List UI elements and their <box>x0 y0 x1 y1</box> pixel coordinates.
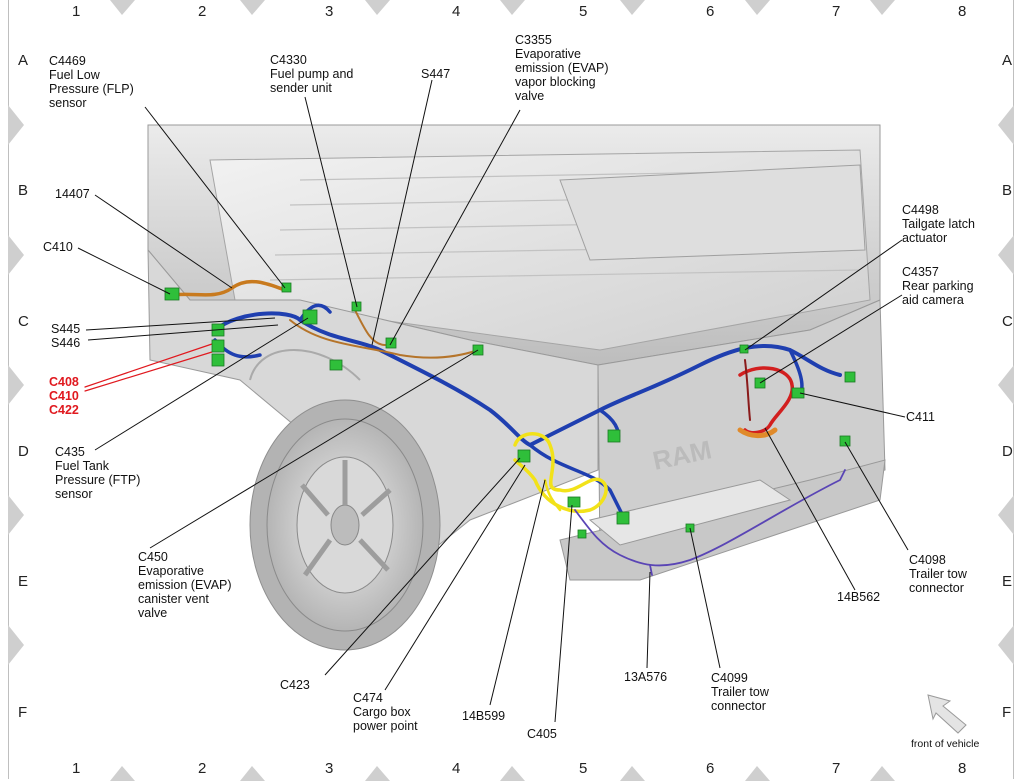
grid-col-label: 4 <box>452 3 461 20</box>
grid-row-label: E <box>1002 573 1013 590</box>
grid-col-label: 3 <box>325 3 334 20</box>
grid-row-label: D <box>18 443 29 460</box>
arrow-up-left-icon <box>927 694 967 734</box>
grid-row-label: B <box>18 182 29 199</box>
grid-col-label: 5 <box>579 3 588 20</box>
grid-row-label: A <box>1002 52 1013 69</box>
grid-col-label: 6 <box>706 760 715 777</box>
label-c423: C423 <box>280 678 310 692</box>
grid-col-label: 8 <box>958 760 967 777</box>
label-c450: C450 Evaporative emission (EVAP) caniste… <box>138 550 232 620</box>
label-c408-c410-c422: C408 C410 C422 <box>49 375 79 417</box>
truck-illustration: RAM <box>147 124 886 651</box>
label-s447: S447 <box>421 67 451 81</box>
grid-col-label: 6 <box>706 3 715 20</box>
grid-row-label: C <box>18 313 29 330</box>
grid-col-label: 1 <box>72 760 81 777</box>
grid-row-label: A <box>18 52 29 69</box>
grid-col-label: 5 <box>579 760 588 777</box>
grid-col-label: 7 <box>832 760 841 777</box>
grid-col-label: 1 <box>72 3 81 20</box>
label-s445-s446: S445 S446 <box>51 322 81 350</box>
label-c435: C435 Fuel Tank Pressure (FTP) sensor <box>55 445 141 501</box>
label-14407: 14407 <box>55 187 90 201</box>
label-c474: C474 Cargo box power point <box>353 691 418 733</box>
grid-col-label: 2 <box>198 3 207 20</box>
front-of-vehicle-label: front of vehicle <box>911 738 980 750</box>
label-c4357: C4357 Rear parking aid camera <box>902 265 974 307</box>
grid-row-label: F <box>1002 704 1012 721</box>
label-c4098: C4098 Trailer tow connector <box>909 553 967 595</box>
grid-row-label: C <box>1002 313 1013 330</box>
grid-row-label: D <box>1002 443 1013 460</box>
grid-row-label: B <box>1002 182 1013 199</box>
grid-col-label: 4 <box>452 760 461 777</box>
label-14b562: 14B562 <box>837 590 881 604</box>
grid-col-label: 8 <box>958 3 967 20</box>
label-14b599: 14B599 <box>462 709 506 723</box>
grid-row-label: F <box>18 704 28 721</box>
label-c4099: C4099 Trailer tow connector <box>711 671 769 713</box>
label-c4330: C4330 Fuel pump and sender unit <box>270 53 354 95</box>
label-c4469: C4469 Fuel Low Pressure (FLP) sensor <box>49 54 134 110</box>
label-c410: C410 <box>43 240 73 254</box>
grid-col-label: 7 <box>832 3 841 20</box>
grid-col-label: 2 <box>198 760 207 777</box>
label-13a576: 13A576 <box>624 670 668 684</box>
grid-markers <box>8 0 1014 781</box>
label-c4498: C4498 Tailgate latch actuator <box>902 203 975 245</box>
label-c3355: C3355 Evaporative emission (EVAP) vapor … <box>515 33 609 103</box>
grid-col-label: 3 <box>325 760 334 777</box>
grid-row-label: E <box>18 573 29 590</box>
label-c405: C405 <box>527 727 557 741</box>
label-c411: C411 <box>906 410 935 424</box>
leader-lines <box>77 79 909 723</box>
